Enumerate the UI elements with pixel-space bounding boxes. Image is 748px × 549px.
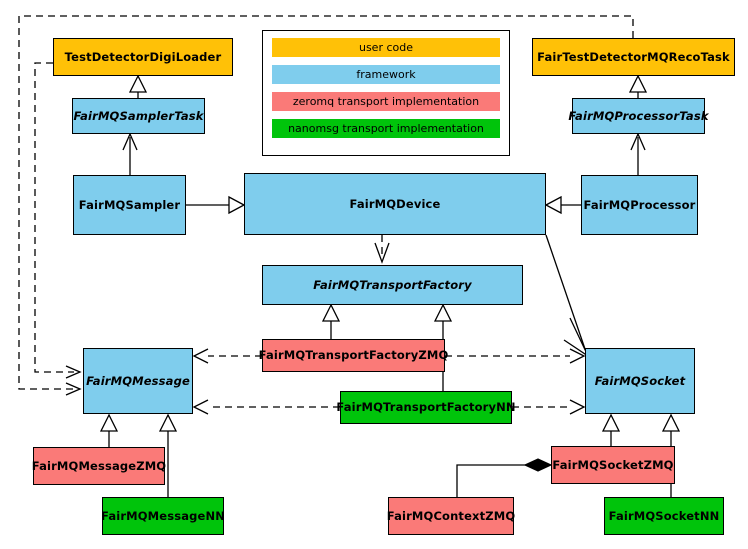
class-label: FairTestDetectorMQRecoTask (537, 49, 730, 64)
class-label: FairMQSocketZMQ (552, 457, 674, 472)
class-label: FairMQSampler (78, 197, 181, 212)
class-label: FairMQTransportFactoryNN (336, 400, 516, 415)
legend-item-zeromq: zeromq transport implementation (272, 92, 500, 111)
legend-item-user-code: user code (272, 38, 500, 57)
class-label: FairMQSamplerTask (73, 108, 204, 123)
edge-device-to-transportfactory (374, 235, 390, 264)
class-box-fair-mq-socket-nn[interactable]: FairMQSocketNN (604, 497, 724, 535)
class-label: FairMQDevice (349, 196, 441, 211)
class-label: FairMQMessage (86, 373, 190, 388)
legend-label: zeromq transport implementation (292, 95, 480, 108)
class-box-fair-mq-message-nn[interactable]: FairMQMessageNN (101, 497, 225, 535)
class-box-test-detector-digi-loader[interactable]: TestDetectorDigiLoader (53, 38, 233, 76)
class-box-fair-mq-processor[interactable]: FairMQProcessor (581, 175, 698, 235)
legend-label: user code (358, 41, 414, 54)
legend-item-framework: framework (272, 65, 500, 84)
class-box-fair-mq-processor-task[interactable]: FairMQProcessorTask (568, 98, 708, 134)
legend-label: nanomsg transport implementation (288, 122, 484, 135)
class-box-fair-test-detector-mq-reco-task[interactable]: FairTestDetectorMQRecoTask (532, 38, 735, 76)
class-label: FairMQMessageNN (101, 508, 225, 523)
class-box-fair-mq-transport-factory[interactable]: FairMQTransportFactory (262, 265, 523, 305)
edge-sampler-to-samplertask (122, 132, 138, 175)
edge-tfzmq-to-message (192, 348, 262, 364)
edge-processortask-to-recotask (628, 74, 648, 98)
edge-processor-to-device (544, 195, 581, 215)
class-box-fair-mq-message[interactable]: FairMQMessage (83, 348, 193, 414)
class-label: FairMQMessageZMQ (31, 458, 167, 473)
class-label: FairMQTransportFactoryZMQ (258, 348, 449, 363)
edge-tfzmq-to-transportfactory (321, 303, 341, 339)
class-label: FairMQContextZMQ (386, 508, 516, 523)
class-box-fair-mq-context-zmq[interactable]: FairMQContextZMQ (386, 497, 516, 535)
class-box-fair-mq-transport-factory-zmq[interactable]: FairMQTransportFactoryZMQ (259, 339, 448, 372)
class-label: FairMQTransportFactory (313, 277, 472, 292)
class-box-fair-mq-socket-zmq[interactable]: FairMQSocketZMQ (551, 446, 675, 484)
edge-device-to-socket (545, 234, 590, 358)
edge-socketzmq-to-socket (601, 413, 621, 446)
edge-messagezmq-to-message (99, 413, 119, 447)
class-label: TestDetectorDigiLoader (64, 49, 222, 64)
class-box-fair-mq-transport-factory-nn[interactable]: FairMQTransportFactoryNN (336, 391, 516, 424)
edge-sampler-to-device (186, 195, 246, 215)
class-label: FairMQProcessorTask (568, 108, 709, 123)
class-label: FairMQProcessor (583, 197, 696, 212)
class-box-fair-mq-device[interactable]: FairMQDevice (244, 173, 546, 235)
class-label: FairMQSocket (594, 373, 686, 388)
edge-socketzmq-to-contextzmq (456, 458, 553, 497)
legend-label: framework (356, 68, 416, 81)
class-label: FairMQSocketNN (608, 508, 720, 523)
class-box-fair-mq-sampler-task[interactable]: FairMQSamplerTask (72, 98, 205, 134)
edge-tfzmq-to-socket (445, 348, 586, 364)
edge-samplertask-to-digiloader (128, 74, 148, 98)
edge-tfnn-to-socket (512, 399, 586, 415)
edge-tfnn-to-message (192, 399, 340, 415)
class-box-fair-mq-message-zmq[interactable]: FairMQMessageZMQ (31, 447, 167, 485)
class-box-fair-mq-socket[interactable]: FairMQSocket (585, 348, 695, 414)
class-box-fair-mq-sampler[interactable]: FairMQSampler (73, 175, 186, 235)
edge-processor-to-processortask (630, 132, 646, 175)
legend-item-nanomsg: nanomsg transport implementation (272, 119, 500, 138)
legend-panel: user code framework zeromq transport imp… (262, 30, 510, 156)
